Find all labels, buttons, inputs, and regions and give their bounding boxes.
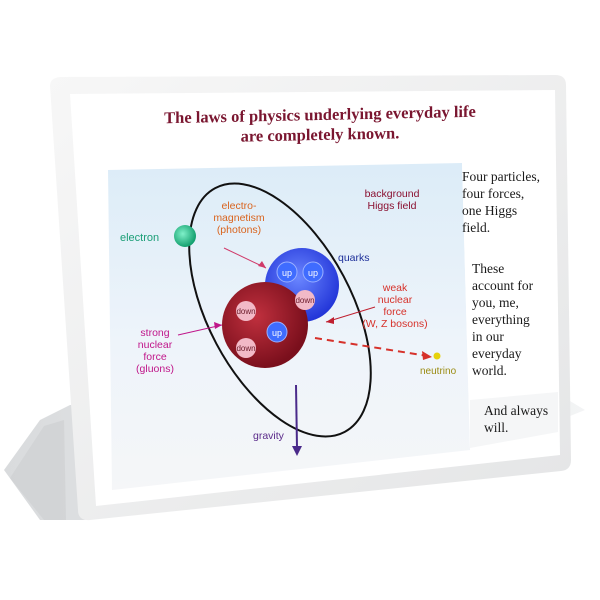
quark-up-3-label: up	[271, 328, 282, 338]
electron-particle	[174, 225, 196, 247]
neutrino-label: neutrino	[420, 366, 457, 377]
quark-up-3	[266, 321, 288, 343]
quarks-label: quarks	[338, 252, 370, 264]
gravity-arrow	[295, 384, 298, 449]
quark-up-2	[302, 261, 324, 283]
electron-label: electron	[120, 232, 160, 244]
electron-orbit	[188, 182, 372, 438]
weak-arrow	[325, 306, 376, 323]
gravity-label: gravity	[253, 430, 284, 442]
neutrino-particle	[433, 352, 441, 360]
side-text-particles: Four particles, four forces, one Higgs f…	[462, 169, 540, 235]
quark-down-1-label: down	[295, 296, 315, 305]
quark-down-3	[236, 338, 256, 358]
side-text-account: These account for you, me, everything in…	[472, 261, 534, 378]
electromagnetism-label: electro- magnetism (photons)	[213, 200, 265, 236]
quark-down-2	[236, 301, 256, 321]
photon-arrow	[223, 247, 267, 269]
quark-up-1-label: up	[281, 268, 292, 278]
quark-down-3-label: down	[236, 344, 256, 353]
strong-force-label: strong nuclear force (gluons)	[136, 327, 174, 375]
quark-down-1	[295, 290, 315, 310]
side-text-always: And always will.	[484, 403, 549, 435]
weak-force-label: weak nuclear force (W, Z bosons)	[362, 282, 428, 330]
quark-down-2-label: down	[236, 307, 256, 316]
quark-up-2-label: up	[307, 268, 318, 278]
quark-up-1	[276, 261, 298, 283]
higgs-field-label: background Higgs field	[364, 188, 420, 212]
